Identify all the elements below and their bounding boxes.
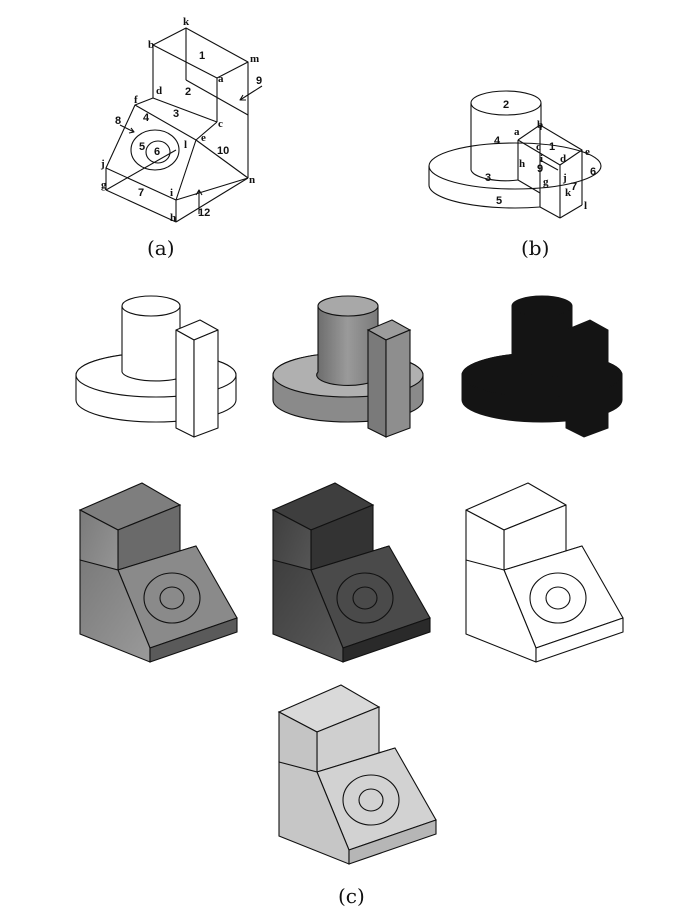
vertex-b-a: a — [514, 126, 520, 138]
cylinder-render-black — [461, 295, 623, 438]
vertex-i: i — [170, 187, 173, 199]
panel-label-a: (a) — [147, 236, 175, 260]
bracket-render-light — [277, 684, 437, 865]
vertex-g: g — [101, 179, 107, 191]
vertex-b-l: l — [584, 200, 587, 212]
vertex-a: a — [218, 73, 224, 85]
vertex-b-h: h — [519, 158, 525, 170]
panel-label-c: (c) — [338, 884, 365, 908]
face-b-4: 4 — [494, 135, 501, 147]
face-4: 4 — [143, 112, 150, 124]
face-b-6: 6 — [590, 166, 596, 178]
face-2: 2 — [185, 86, 191, 98]
face-b-2: 2 — [503, 99, 509, 111]
cylinder-render-grey — [272, 295, 424, 438]
panel-label-b: (b) — [521, 236, 550, 260]
face-7: 7 — [138, 187, 144, 199]
vertex-f: f — [134, 94, 138, 106]
bracket-render-dark — [271, 482, 431, 663]
vertex-k: k — [183, 16, 190, 28]
vertex-b-e: e — [585, 146, 590, 158]
face-b-9: 9 — [537, 163, 543, 175]
vertex-e: e — [201, 132, 206, 144]
vertex-b-c: c — [536, 141, 541, 153]
face-1: 1 — [199, 50, 205, 62]
face-b-7: 7 — [571, 181, 577, 193]
vertex-b-k: k — [565, 187, 572, 199]
face-6: 6 — [154, 146, 160, 158]
wireframe-a: k b m a d f c e l j g i h n 1 2 3 4 5 6 … — [100, 16, 263, 224]
bracket-render-white — [465, 482, 624, 663]
vertex-l: l — [184, 139, 187, 151]
vertex-h: h — [170, 212, 176, 224]
wireframe-b: a b c d e g h i j k l 1 2 3 4 5 6 7 9 — [428, 90, 602, 219]
face-10: 10 — [217, 145, 229, 157]
vertex-m: m — [250, 53, 259, 65]
face-b-3: 3 — [485, 172, 491, 184]
face-9: 9 — [256, 75, 262, 87]
face-b-1: 1 — [549, 141, 555, 153]
vertex-c: c — [218, 118, 223, 130]
vertex-d: d — [156, 85, 162, 97]
vertex-b: b — [148, 39, 154, 51]
vertex-j: j — [100, 158, 105, 170]
face-5: 5 — [139, 141, 145, 153]
vertex-b-d: d — [560, 153, 566, 165]
face-12: 12 — [198, 207, 210, 219]
vertex-b-i: i — [540, 153, 543, 165]
vertex-b-b: b — [537, 119, 543, 131]
vertex-b-j: j — [562, 172, 567, 184]
face-8: 8 — [115, 115, 121, 127]
face-3: 3 — [173, 108, 179, 120]
vertex-n: n — [249, 174, 255, 186]
face-b-5: 5 — [496, 195, 502, 207]
vertex-b-g: g — [543, 176, 549, 188]
cylinder-render-white — [75, 295, 237, 438]
bracket-render-grey — [78, 482, 238, 663]
